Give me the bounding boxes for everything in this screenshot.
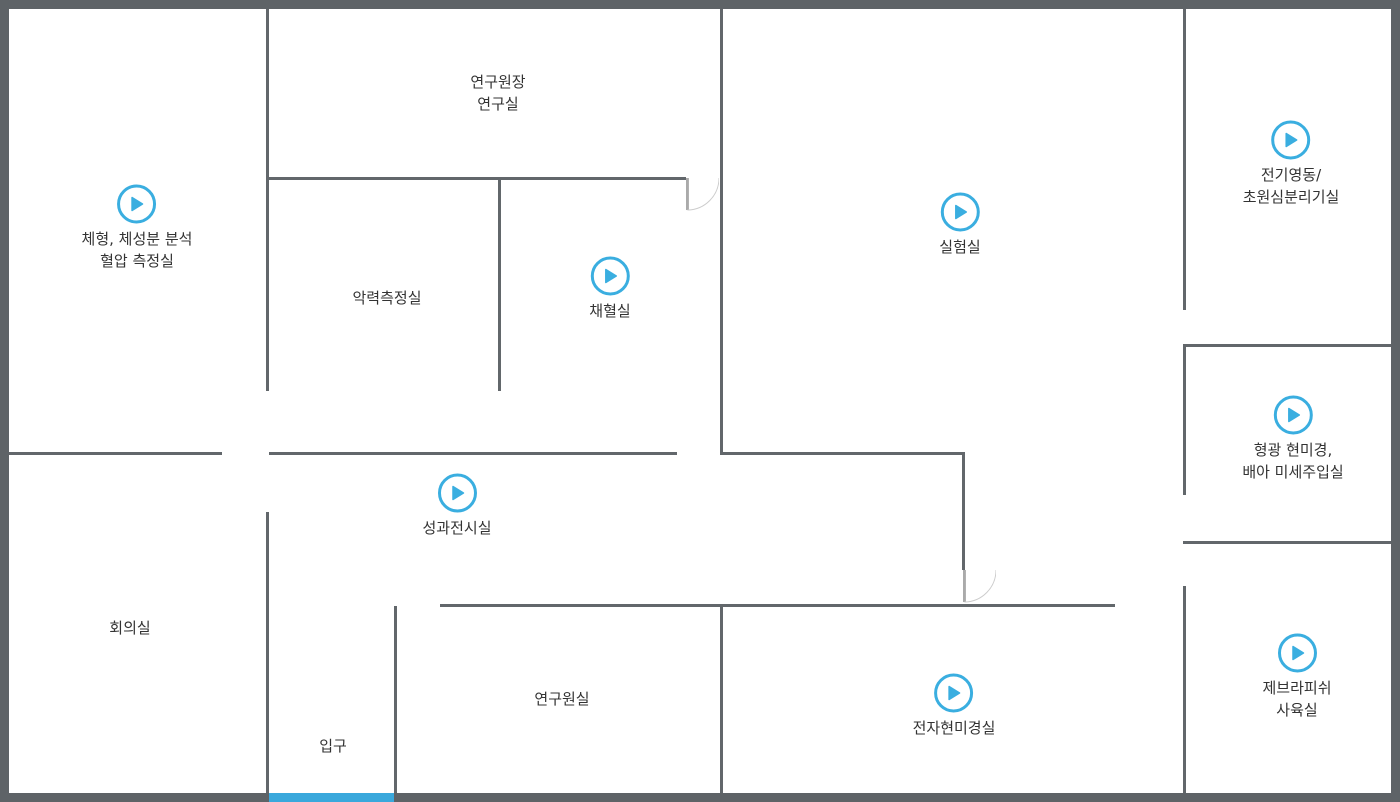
play-video-icon[interactable]: [437, 473, 477, 513]
room-electrophoresis[interactable]: 전기영동/초원심분리기실: [1242, 120, 1340, 208]
room-label: 연구실: [477, 95, 519, 113]
wall: [440, 604, 1115, 607]
play-video-icon[interactable]: [1271, 120, 1311, 160]
room-label: 입구: [319, 737, 347, 755]
play-video-icon[interactable]: [1277, 633, 1317, 673]
wall: [266, 177, 686, 180]
wall: [498, 177, 501, 391]
room-electron-microscope[interactable]: 전자현미경실: [912, 673, 996, 739]
room-label: 악력측정실: [352, 289, 422, 307]
room-label: 배아 미세주입실: [1242, 463, 1344, 481]
wall: [962, 452, 965, 570]
play-video-icon[interactable]: [934, 673, 974, 713]
room-label: 실험실: [939, 238, 981, 256]
wall: [720, 605, 723, 793]
room-label: 연구원장: [470, 73, 526, 91]
room-researcher-office[interactable]: 연구원실: [534, 688, 589, 710]
room-exhibition[interactable]: 성과전시실: [422, 473, 492, 539]
door-icon: [963, 570, 996, 603]
room-label: 성과전시실: [422, 519, 492, 537]
wall: [266, 9, 269, 391]
entrance-marker: [269, 793, 394, 802]
wall: [1183, 344, 1391, 347]
room-label: 회의실: [109, 619, 151, 637]
room-label: 사육실: [1276, 701, 1318, 719]
wall: [269, 452, 677, 455]
wall: [720, 452, 964, 455]
room-fluorescence-microscope[interactable]: 형광 현미경, 배아 미세주입실: [1242, 395, 1344, 483]
room-grip-strength[interactable]: 악력측정실: [352, 287, 421, 309]
play-video-icon[interactable]: [590, 256, 630, 296]
play-video-icon[interactable]: [117, 184, 157, 224]
room-label: 혈압 측정실: [100, 252, 174, 270]
wall: [394, 606, 397, 793]
wall: [720, 9, 723, 454]
wall: [1183, 9, 1186, 310]
room-label: 제브라피쉬: [1262, 679, 1332, 697]
room-meeting-room[interactable]: 회의실: [109, 617, 150, 639]
room-label: 형광 현미경,: [1253, 441, 1333, 459]
wall: [1183, 345, 1186, 495]
door-icon: [686, 178, 719, 211]
room-label: 체형, 체성분 분석: [81, 230, 193, 248]
room-blood-collection[interactable]: 채혈실: [589, 256, 631, 322]
wall: [1183, 541, 1391, 544]
play-video-icon[interactable]: [940, 192, 980, 232]
wall: [9, 452, 222, 455]
room-label: 초원심분리기실: [1242, 188, 1340, 206]
room-label: 전기영동/: [1260, 166, 1322, 184]
room-laboratory[interactable]: 실험실: [939, 192, 981, 258]
wall: [266, 512, 269, 793]
wall: [1183, 586, 1186, 793]
room-label: 채혈실: [589, 302, 631, 320]
room-entrance[interactable]: 입구: [319, 735, 347, 757]
room-label: 연구원실: [534, 690, 590, 708]
room-label: 전자현미경실: [912, 719, 996, 737]
play-video-icon[interactable]: [1273, 395, 1313, 435]
